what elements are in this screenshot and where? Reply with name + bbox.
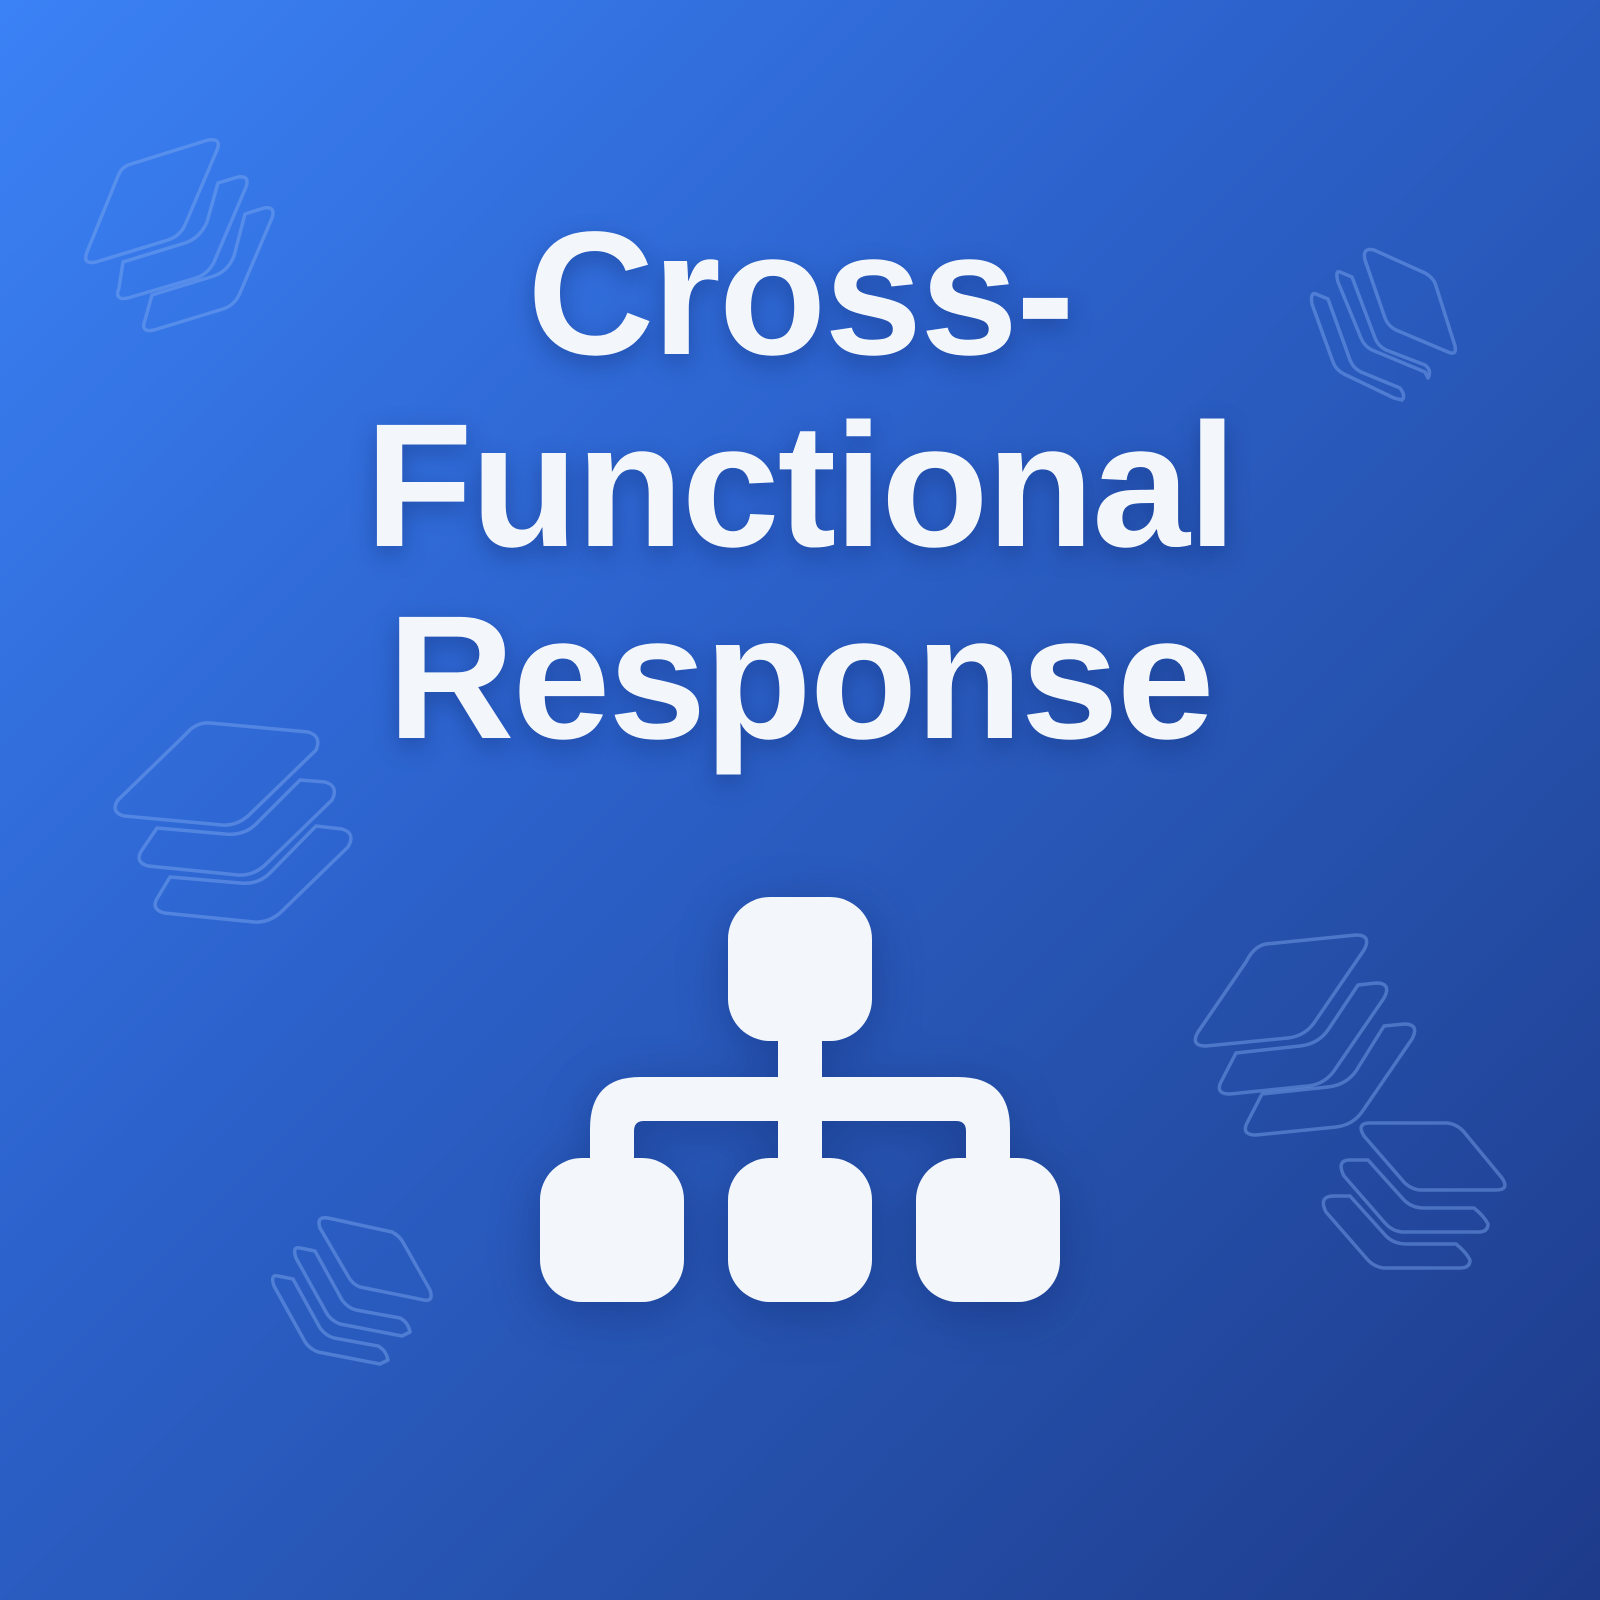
title-line-3: Response bbox=[387, 580, 1214, 776]
title-line-2: Functional bbox=[365, 388, 1237, 584]
layers-icon bbox=[113, 721, 353, 924]
title-line-1: Cross- bbox=[527, 196, 1074, 392]
layers-icon bbox=[1321, 1121, 1507, 1270]
layers-icon bbox=[83, 137, 275, 333]
layers-icon bbox=[270, 1215, 433, 1366]
page-title: Cross- Functional Response bbox=[0, 198, 1600, 774]
layers-icon bbox=[1193, 933, 1417, 1137]
layers-icon bbox=[1309, 247, 1458, 402]
